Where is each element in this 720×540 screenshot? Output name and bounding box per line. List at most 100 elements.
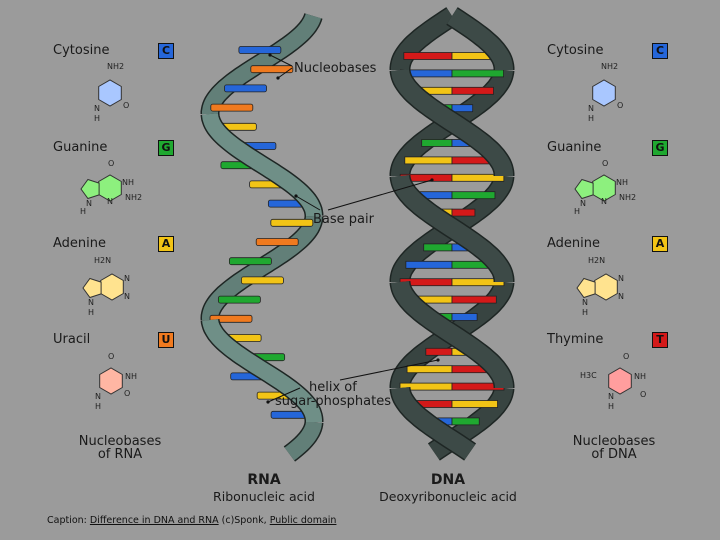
callout-arrowhead	[268, 53, 272, 57]
caption-credit: (c)Sponk,	[218, 515, 270, 526]
molecule-atom-label: N	[618, 274, 624, 283]
rna-nucleobases-label: Nucleobases	[78, 434, 162, 449]
rna-base-rung	[238, 46, 282, 54]
molecule-atom-label: N	[601, 197, 607, 206]
dna-base-rung	[403, 52, 453, 60]
left-base-name: Adenine	[53, 236, 107, 251]
dna-base-rung	[404, 156, 453, 165]
helix-callout-line1: helix of	[309, 380, 357, 395]
dna-nucleobases-label-2: of DNA	[591, 447, 637, 462]
caption-link-license[interactable]: Public domain	[269, 515, 337, 526]
molecule-atom-label: N	[580, 199, 586, 208]
molecule-atom-label: H2N	[588, 256, 605, 265]
molecule-atom-label: N	[582, 298, 588, 307]
molecule-atom-label: NH	[125, 372, 137, 381]
molecule-atom-label: NH	[122, 178, 134, 187]
dna-base-rung	[451, 69, 504, 78]
callout-line	[339, 359, 439, 381]
dna-backbone-strand	[391, 387, 476, 460]
molecule-atom-label: O	[108, 352, 114, 361]
molecule-atom-label: N	[95, 392, 101, 401]
rna-title: RNA	[247, 472, 281, 488]
purine-six-ring	[592, 174, 616, 202]
dna-base-rung	[405, 260, 453, 269]
molecule-atom-label: N	[94, 104, 100, 113]
callout-line	[269, 54, 293, 67]
molecule-atom-label: NH2	[619, 193, 636, 202]
nucleobases-callout: Nucleobases	[294, 61, 377, 76]
rna-base-rung	[209, 314, 253, 323]
right-base-badge: A	[652, 236, 668, 252]
callout-line	[267, 387, 301, 403]
dna-base-rung	[451, 417, 480, 426]
dna-nucleobases-label: Nucleobases	[572, 434, 656, 449]
right-base-name: Cytosine	[547, 43, 604, 58]
molecule-atom-label: O	[123, 101, 129, 110]
callout-arrowhead	[436, 358, 440, 362]
molecule-atom-label: H	[582, 308, 588, 317]
molecule-atom-label: H2N	[94, 256, 111, 265]
callout-arrowhead	[294, 194, 298, 198]
callout-arrowhead	[266, 400, 270, 404]
left-base-badge: U	[158, 332, 174, 348]
left-base-badge: G	[158, 140, 174, 156]
molecule-atom-label: N	[124, 292, 130, 301]
caption-link-article[interactable]: Difference in DNA and RNA	[89, 515, 219, 526]
dna-base-rung	[421, 139, 453, 147]
molecule-atom-label: O	[617, 101, 623, 110]
dna-base-rung	[451, 295, 497, 304]
molecule-atom-label: H	[88, 308, 94, 317]
dna-base-rung	[451, 400, 498, 408]
dna-backbone-strand	[391, 8, 457, 70]
right-base-name: Thymine	[547, 332, 604, 347]
dna-base-rung	[451, 313, 478, 321]
pyrimidine-ring	[608, 367, 632, 395]
caption: Caption: Difference in DNA and RNA (c)Sp…	[47, 515, 336, 526]
molecule-atom-label: N	[88, 298, 94, 307]
rna-backbone-strand	[201, 215, 322, 321]
molecule-atom-label: N	[588, 104, 594, 113]
molecule-atom-label: O	[623, 352, 629, 361]
right-base-name: Guanine	[547, 140, 602, 155]
dna-backbone-front	[389, 7, 515, 461]
purine-five-ring	[576, 277, 596, 299]
pyrimidine-ring	[98, 79, 122, 107]
molecule-atom-label: NH2	[107, 62, 124, 71]
molecule-atom-label: N	[618, 292, 624, 301]
rna-base-rung	[270, 218, 314, 227]
molecule-atom-label: N	[86, 199, 92, 208]
dna-backbone-strand	[447, 8, 513, 70]
dna-backbone-strand	[391, 175, 513, 282]
molecule-atom-label: H	[588, 114, 594, 123]
rna-base-rung	[210, 103, 254, 112]
dna-backbone-strand	[391, 281, 513, 388]
molecule-atom-label: H	[574, 207, 580, 216]
molecule-atom-label: H	[94, 114, 100, 123]
callout-line	[295, 195, 321, 211]
callout-line	[327, 179, 433, 211]
rna-backbone-strand	[202, 13, 322, 114]
rna-backbone-strand	[202, 319, 322, 422]
molecule-atom-label: H3C	[580, 371, 597, 380]
rna-base-rung	[217, 295, 261, 304]
dna-base-rung	[406, 365, 453, 374]
purine-five-ring	[82, 277, 102, 299]
dna-base-rung	[451, 208, 476, 217]
right-base-badge: T	[652, 332, 668, 348]
rna-base-rung	[250, 65, 294, 74]
purine-five-ring	[574, 178, 594, 200]
purine-six-ring	[100, 273, 124, 301]
right-base-badge: C	[652, 43, 668, 59]
callout-arrowhead	[430, 178, 434, 182]
right-base-name: Adenine	[547, 236, 601, 251]
callout-line	[277, 67, 293, 79]
dna-subtitle: Deoxyribonucleic acid	[379, 489, 517, 504]
dna-base-rung	[423, 243, 453, 252]
purine-five-ring	[80, 178, 100, 200]
molecule-atom-label: NH2	[601, 62, 618, 71]
